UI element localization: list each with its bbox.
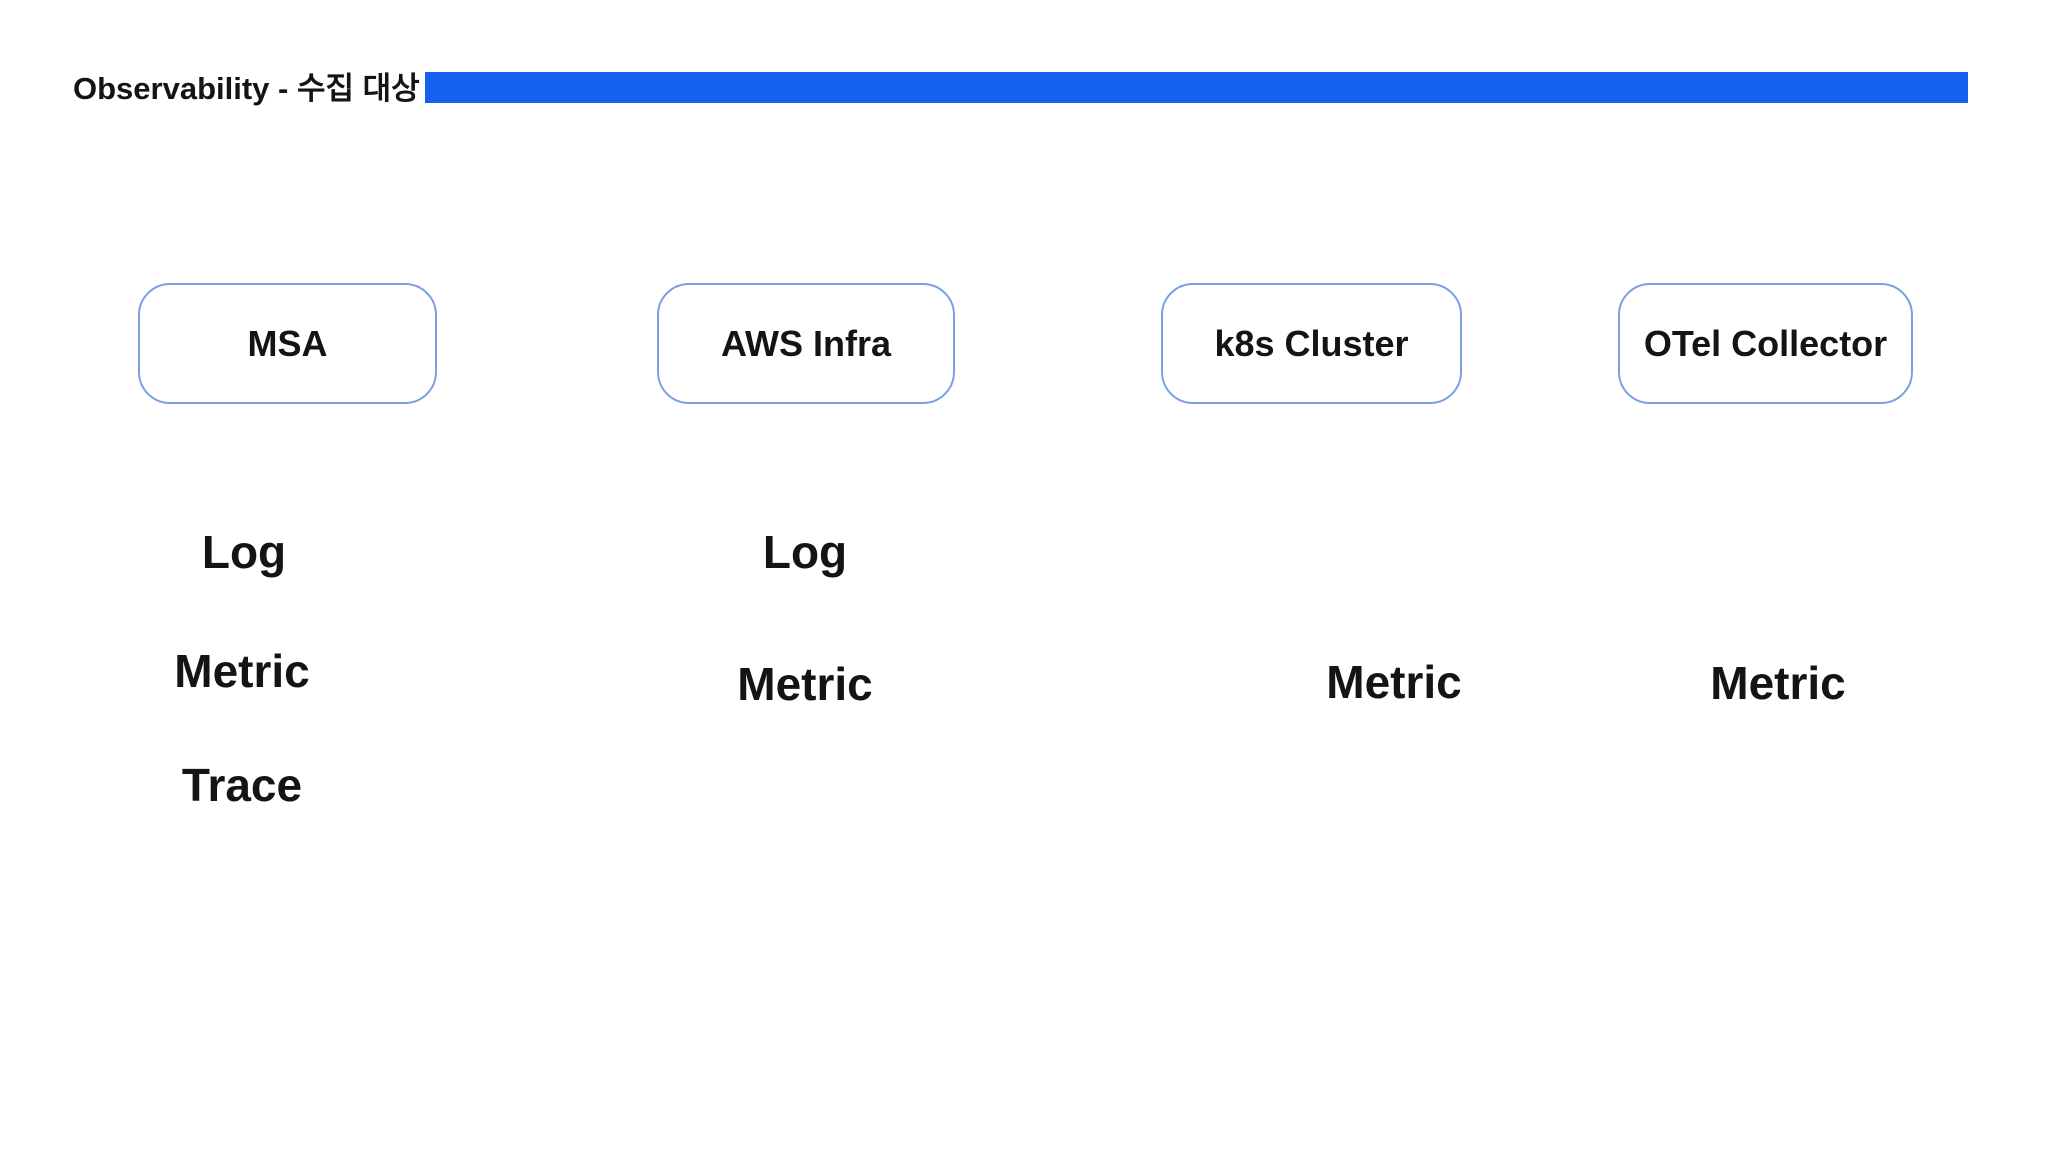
box-k8s-cluster-label: k8s Cluster xyxy=(1214,322,1409,364)
box-k8s-cluster: k8s Cluster xyxy=(1161,283,1462,404)
signal-msa-log: Log xyxy=(201,526,287,578)
box-otel-collector: OTel Collector xyxy=(1618,283,1913,404)
signal-aws-infra-metric: Metric xyxy=(737,658,873,710)
signal-aws-infra-log: Log xyxy=(762,526,848,578)
signal-otel-collector-metric: Metric xyxy=(1710,657,1846,709)
box-msa: MSA xyxy=(138,283,437,404)
signal-msa-metric: Metric xyxy=(174,645,310,697)
slide-title: Observability - 수집 대상 xyxy=(73,71,420,106)
box-aws-infra-label: AWS Infra xyxy=(720,322,891,364)
box-aws-infra: AWS Infra xyxy=(657,283,955,404)
box-msa-label: MSA xyxy=(247,322,328,364)
box-otel-collector-label: OTel Collector xyxy=(1643,322,1888,364)
title-accent-bar xyxy=(425,72,1968,103)
signal-msa-trace: Trace xyxy=(181,759,303,811)
signal-k8s-cluster-metric: Metric xyxy=(1326,656,1462,708)
